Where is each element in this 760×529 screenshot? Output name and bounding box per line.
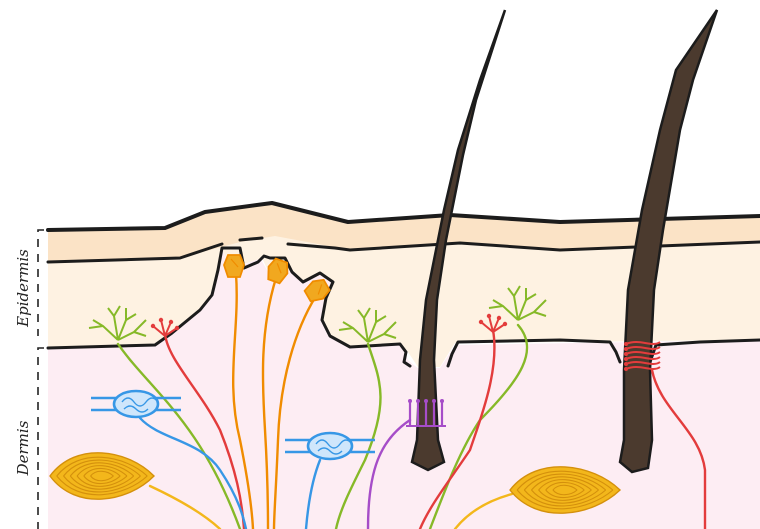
nerve-terminal [624,362,628,366]
nerve-terminal [624,352,628,356]
nerve-terminal [487,314,491,318]
nerve-terminal [159,318,163,322]
lanceolate-tip [432,399,436,403]
dermis-bracket [38,348,44,529]
nerve-terminal [169,320,173,324]
nerve-terminal [624,342,628,346]
lanceolate-tip [440,399,444,403]
lanceolate-tip [416,399,420,403]
nerve-terminal [497,316,501,320]
epidermis-bracket [38,230,44,336]
merkel-disc [224,255,244,277]
lanceolate-tip [424,399,428,403]
nerve-terminal [624,357,628,361]
nerve-terminal [479,320,483,324]
nerve-terminal [624,347,628,351]
nerve-terminal [503,322,507,326]
merkel-cell-icon [224,255,244,277]
nerve-terminal [624,367,628,371]
nerve-terminal [175,326,179,330]
epidermis-label: Epidermis [14,249,32,328]
lanceolate-tip [408,399,412,403]
nerve-terminal [151,324,155,328]
dermis-label: Dermis [14,420,32,476]
layer-brackets [38,230,44,529]
